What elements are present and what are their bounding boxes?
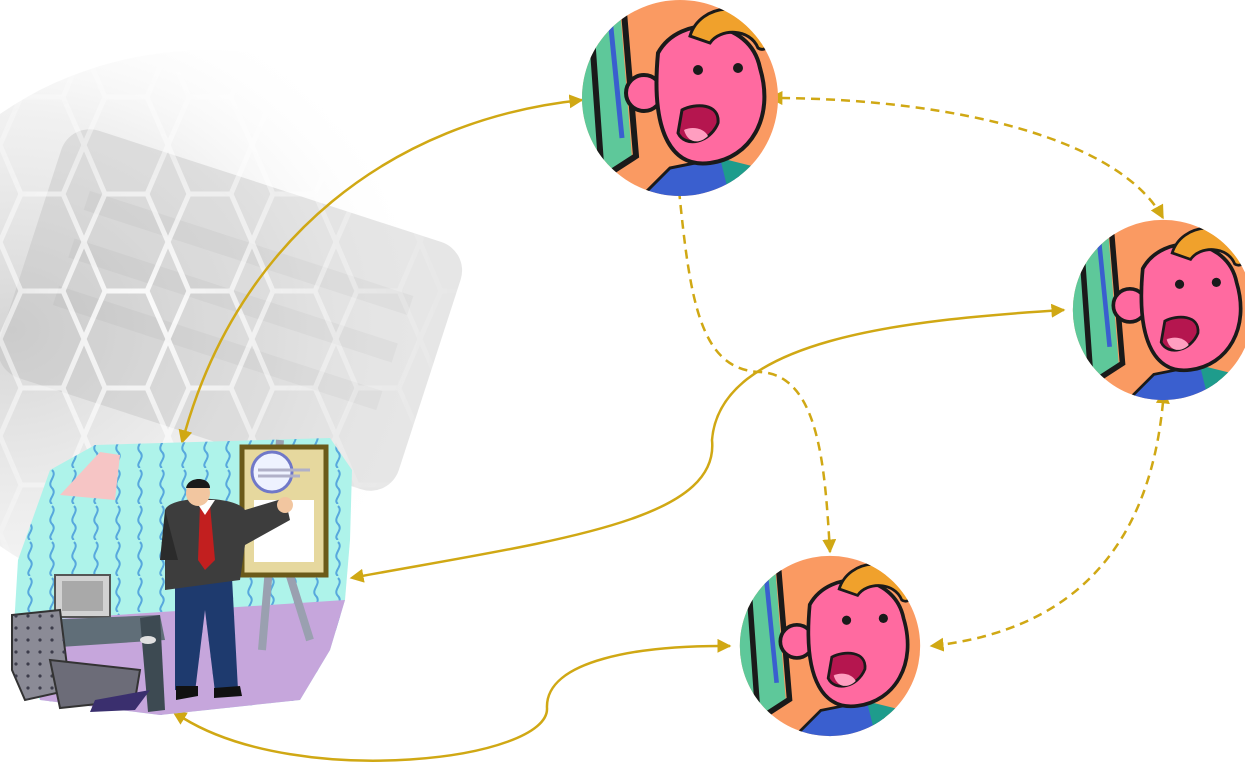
user-node-bottom xyxy=(738,554,922,738)
edge-user-top-user-right xyxy=(781,98,1163,218)
face-icon xyxy=(1071,218,1245,402)
dashed-connections xyxy=(679,98,1163,646)
user-node-right xyxy=(1071,218,1245,402)
face-icon xyxy=(738,554,922,738)
user-node-top xyxy=(580,0,780,198)
edge-user-right-user-bottom xyxy=(931,402,1163,646)
face-icon xyxy=(580,0,780,198)
edge-user-top-user-bottom xyxy=(679,190,830,552)
presenter-node xyxy=(12,438,352,715)
